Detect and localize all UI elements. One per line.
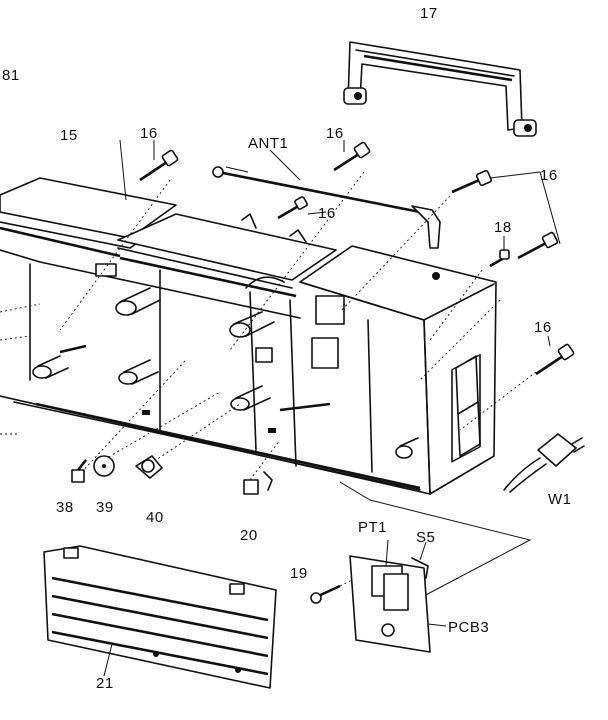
label-40: 40: [146, 509, 164, 526]
part-39-washer: [93, 455, 115, 477]
label-16-right-top: 16: [540, 167, 558, 184]
power-cord: [503, 433, 585, 493]
screw-16-left: [139, 149, 179, 182]
label-15: 15: [60, 127, 78, 144]
screw-16-small: [277, 196, 308, 220]
part-labels: 81 17 15 16 ANT1 16 16 16 18 16 38 39 40…: [2, 5, 572, 692]
leader-lines: [0, 139, 561, 599]
label-ant1: ANT1: [248, 135, 288, 152]
part-38-knob-screw: [71, 459, 88, 483]
screw-16-center: [333, 141, 371, 172]
telescopic-antenna: [212, 166, 441, 249]
label-17: 17: [420, 5, 438, 22]
carrying-handle: [343, 41, 537, 137]
label-16-small: 16: [318, 205, 336, 222]
part-40-volume-control: [135, 455, 163, 479]
label-20: 20: [240, 527, 258, 544]
label-81: 81: [2, 67, 20, 84]
main-chassis: [0, 177, 497, 495]
label-21: 21: [96, 675, 114, 692]
screw-18: [489, 249, 510, 268]
label-w1: W1: [548, 491, 572, 508]
label-pcb3: PCB3: [448, 619, 489, 636]
screw-16-right-top: [451, 169, 493, 194]
label-s5: S5: [416, 529, 435, 546]
label-38: 38: [56, 499, 74, 516]
label-39: 39: [96, 499, 114, 516]
part-20-clip: [243, 471, 273, 495]
screw-16-right-low: [535, 343, 575, 376]
bottom-panel: [43, 545, 277, 689]
label-16-right-low: 16: [534, 319, 552, 336]
label-18: 18: [494, 219, 512, 236]
screw-16-right-mid: [517, 231, 559, 260]
label-19: 19: [290, 565, 308, 582]
pcb3-board: [349, 539, 447, 653]
label-16-left: 16: [140, 125, 158, 142]
screw-19: [310, 584, 341, 604]
label-16-center: 16: [326, 125, 344, 142]
label-pt1: PT1: [358, 519, 387, 536]
